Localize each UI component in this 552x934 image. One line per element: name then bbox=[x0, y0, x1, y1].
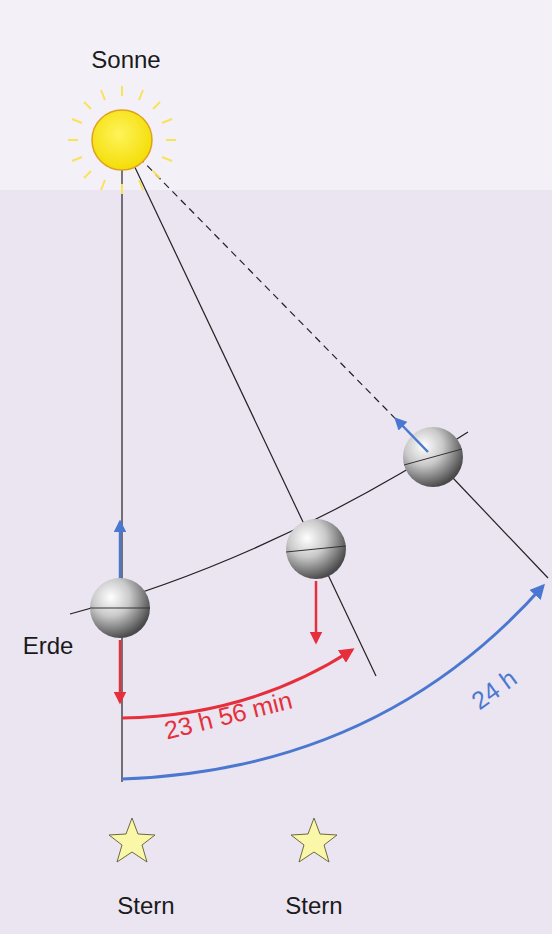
star-label: Stern bbox=[117, 893, 174, 919]
earth bbox=[90, 427, 463, 638]
solar-day-arc bbox=[122, 586, 543, 779]
solar-day-label: 24 h bbox=[466, 665, 522, 716]
sidereal-day-label: 23 h 56 min bbox=[161, 687, 294, 745]
top-band bbox=[0, 0, 552, 190]
sight-line bbox=[121, 140, 122, 782]
star bbox=[109, 818, 337, 862]
star-direction-arrow bbox=[315, 581, 318, 642]
sight-line bbox=[122, 140, 376, 676]
star-direction-arrow bbox=[119, 640, 122, 702]
dashed-sun-line bbox=[122, 140, 433, 457]
sun-direction-arrow bbox=[119, 522, 122, 578]
sun-direction-arrow bbox=[396, 419, 428, 452]
earth-label: Erde bbox=[23, 633, 74, 659]
sun bbox=[68, 86, 176, 194]
sun-label: Sonne bbox=[91, 47, 160, 73]
star-label: Stern bbox=[285, 893, 342, 919]
